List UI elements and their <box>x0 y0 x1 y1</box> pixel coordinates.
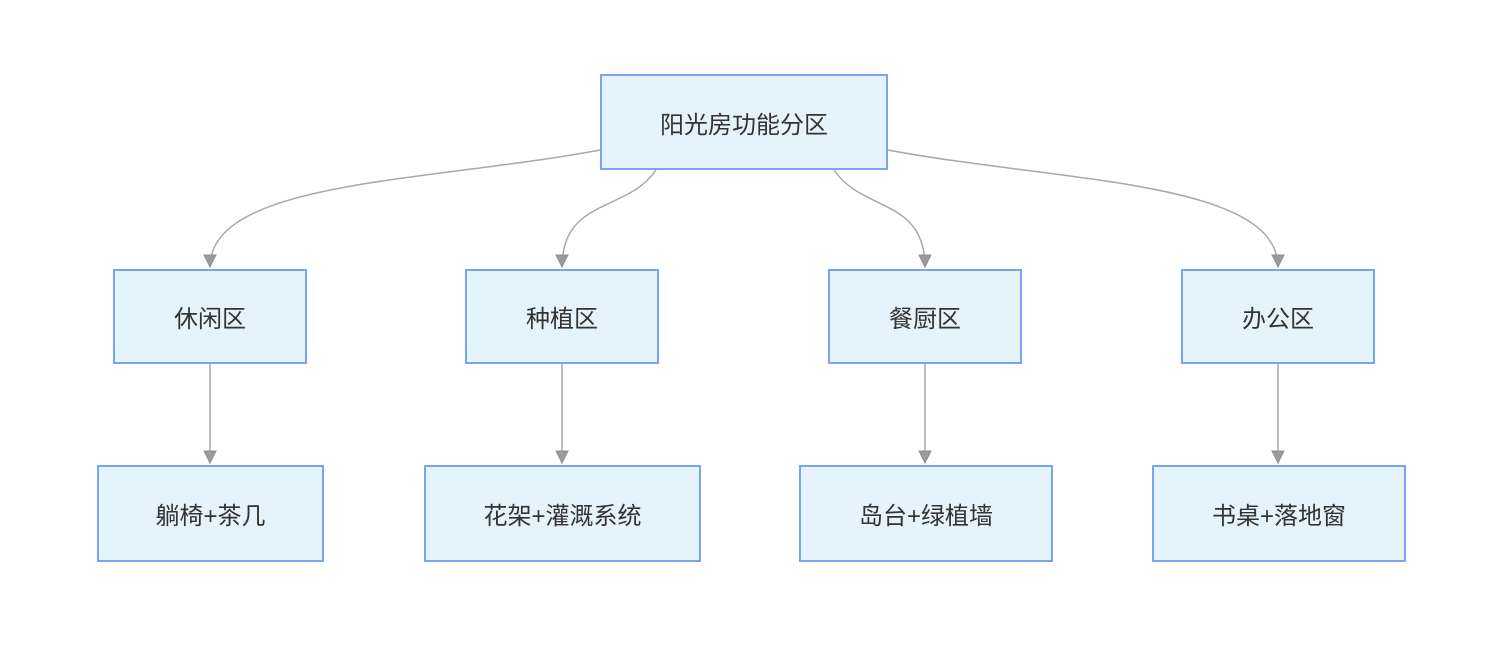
node-flower-stand-irrigation[interactable]: 花架+灌溉系统 <box>424 465 701 562</box>
node-island-green-plant-wall[interactable]: 岛台+绿植墙 <box>799 465 1053 562</box>
node-island-green-plant-wall-label: 岛台+绿植墙 <box>858 503 993 530</box>
node-desk-floor-window-label: 书桌+落地窗 <box>1211 503 1346 530</box>
node-leisure-area[interactable]: 休闲区 <box>113 269 307 364</box>
node-flower-stand-irrigation-label: 花架+灌溉系统 <box>483 503 642 530</box>
edge-root-to-dining-kitchen <box>833 169 925 267</box>
node-office-area[interactable]: 办公区 <box>1181 269 1375 364</box>
node-leisure-area-label: 休闲区 <box>174 306 246 333</box>
node-desk-floor-window[interactable]: 书桌+落地窗 <box>1152 465 1406 562</box>
node-lounge-chair-tea-table-label: 躺椅+茶几 <box>155 503 266 530</box>
edge-root-to-office <box>887 149 1278 267</box>
node-lounge-chair-tea-table[interactable]: 躺椅+茶几 <box>97 465 324 562</box>
node-office-area-label: 办公区 <box>1242 306 1314 333</box>
node-dining-kitchen-area[interactable]: 餐厨区 <box>828 269 1022 364</box>
node-sunroom-zones[interactable]: 阳光房功能分区 <box>600 74 888 170</box>
node-dining-kitchen-area-label: 餐厨区 <box>889 306 961 333</box>
node-sunroom-zones-label: 阳光房功能分区 <box>660 111 828 139</box>
edge-root-to-leisure <box>210 149 601 267</box>
node-planting-area[interactable]: 种植区 <box>465 269 659 364</box>
node-planting-area-label: 种植区 <box>526 306 598 333</box>
edge-root-to-planting <box>562 169 657 267</box>
